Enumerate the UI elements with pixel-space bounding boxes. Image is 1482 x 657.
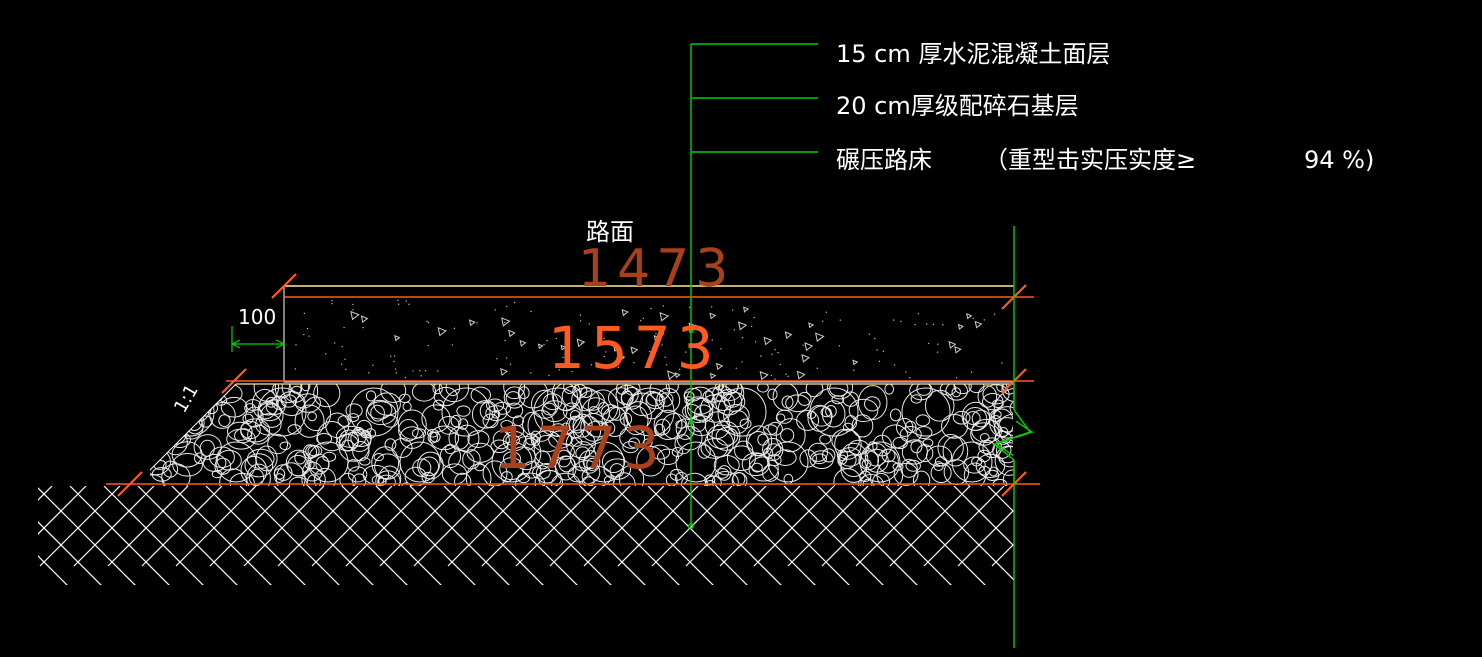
subgrade-hatch [38, 486, 1014, 585]
compaction-value: 94 %) [1304, 146, 1374, 174]
layer-label-gravel: 20 cm厚级配碎石基层 [836, 92, 1079, 120]
gravel-base-layer [150, 384, 1014, 486]
concrete-surface-layer [283, 285, 1015, 383]
leader-lines [688, 43, 818, 529]
elevation-low: 1773 [494, 414, 666, 482]
surface-label: 路面 [586, 218, 634, 246]
slope-line [149, 383, 237, 471]
elevation-top: 1473 [578, 239, 734, 299]
layer-label-concrete: 15 cm 厚水泥混凝土面层 [836, 40, 1110, 68]
elevation-mid: 1573 [548, 314, 720, 382]
width-dimension-text: 100 [238, 305, 276, 329]
width-dimension [230, 326, 286, 352]
layer-label-subgrade: 碾压路床 [836, 146, 932, 174]
compaction-note: （重型击实压实度≥ [984, 146, 1196, 174]
